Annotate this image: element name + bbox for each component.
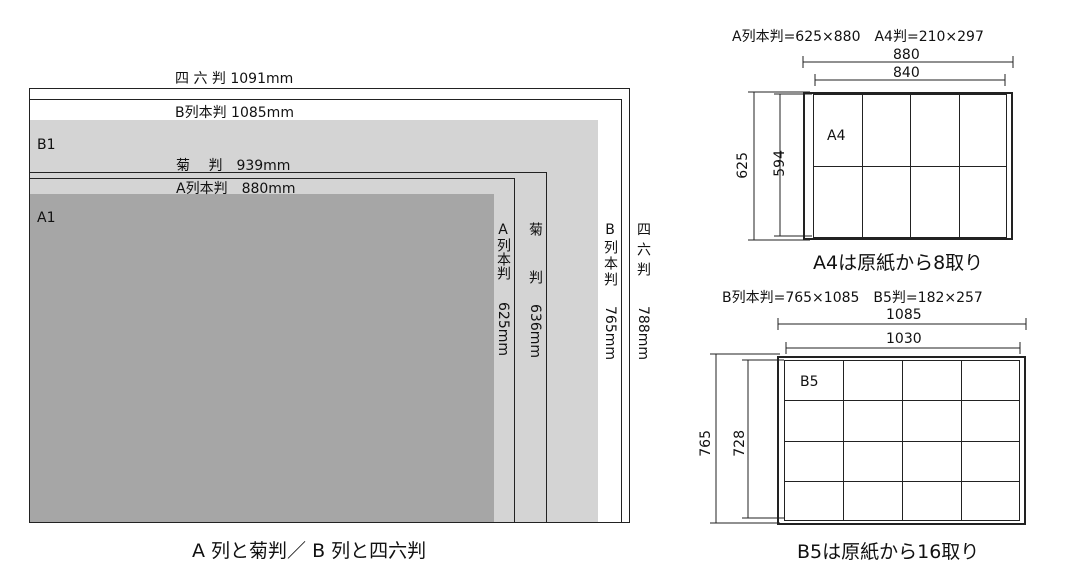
- b1-label: B1: [37, 137, 56, 153]
- a4-cut-grid: [813, 94, 1007, 238]
- b5-inner-height: 728: [732, 430, 748, 457]
- a4-cell-label: A4: [827, 128, 846, 144]
- kiku-width-label: 菊 判 939mm: [176, 158, 291, 174]
- a4-outer-height: 625: [735, 152, 751, 179]
- a1-label: A1: [37, 210, 56, 226]
- b5-outer-width: 1085: [886, 307, 922, 323]
- left-caption: A 列と菊判／ B 列と四六判: [192, 540, 427, 562]
- a4-source-sheet: [803, 92, 1013, 240]
- b5-caption: B5は原紙から16取り: [797, 541, 980, 563]
- shiroku-width-label: 四 六 判 1091mm: [175, 71, 294, 87]
- b5-cut-grid: [784, 360, 1020, 521]
- a-hon-ban-sheet: [29, 178, 515, 523]
- b-hon-height-dim: 765mm: [602, 306, 618, 360]
- a4-spec-line: A列本判=625×880 A4判=210×297: [732, 29, 984, 45]
- a-hon-height-dim: 625mm: [495, 302, 511, 356]
- a4-caption: A4は原紙から8取り: [813, 252, 984, 274]
- shiroku-height-dim: 788mm: [635, 306, 651, 360]
- a4-dimension-lines: [748, 56, 1014, 241]
- a-hon-height-title: A列本判: [495, 222, 511, 280]
- b-hon-height-title: B列本判: [602, 222, 618, 288]
- a-hon-width-label: A列本判 880mm: [176, 181, 296, 197]
- b5-cell-label: B5: [800, 374, 819, 390]
- b5-spec-line: B列本判=765×1085 B5判=182×257: [722, 290, 983, 306]
- b5-outer-height: 765: [698, 430, 714, 457]
- kiku-height-title: 菊判: [527, 222, 543, 318]
- kiku-height-dim: 636mm: [527, 304, 543, 358]
- a4-outer-width: 880: [893, 47, 920, 63]
- b-hon-width-label: B列本判 1085mm: [175, 105, 294, 121]
- b5-inner-width: 1030: [886, 331, 922, 347]
- shiroku-height-title: 四六判: [635, 222, 651, 282]
- a1-sheet: [30, 194, 494, 522]
- a4-inner-height: 594: [772, 150, 788, 177]
- a4-inner-width: 840: [893, 65, 920, 81]
- b5-source-sheet: [777, 356, 1026, 525]
